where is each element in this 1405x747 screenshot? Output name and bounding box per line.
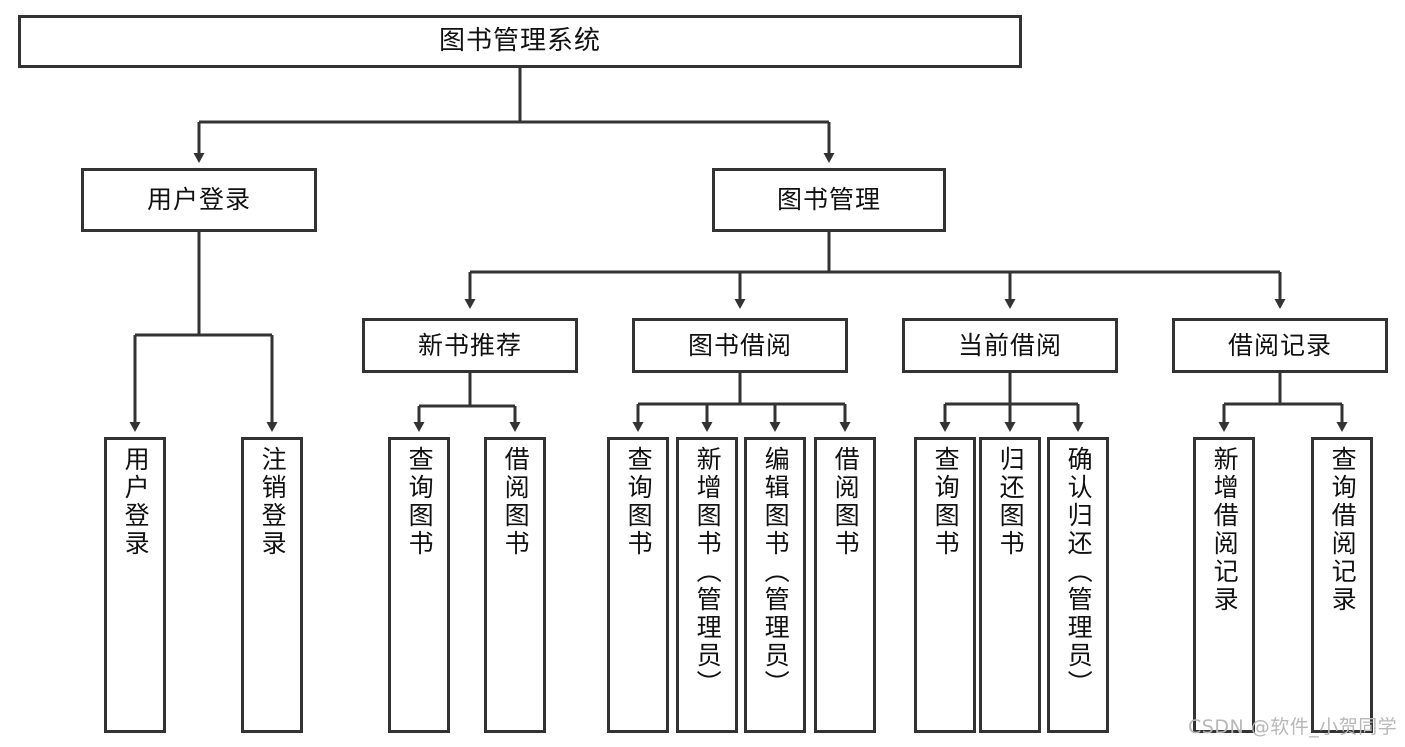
node-label: 归还图书	[996, 446, 1026, 558]
watermark-csdn: CSDN @软件_小贺同学	[1188, 716, 1398, 738]
leaf-book-borrow-add-book-admin[interactable]: 新增图书（管理员）	[676, 437, 738, 733]
leaf-user-login-logout[interactable]: 注销登录	[241, 437, 303, 733]
leaf-current-borrow-return-book[interactable]: 归还图书	[979, 437, 1041, 733]
node-borrow-record[interactable]: 借阅记录	[1172, 318, 1388, 373]
node-label: 用户登录	[146, 185, 251, 215]
leaf-new-book-borrow-book[interactable]: 借阅图书	[484, 437, 546, 733]
node-label: 当前借阅	[957, 330, 1062, 360]
node-label: 图书管理	[776, 185, 881, 215]
leaf-borrow-record-add-record[interactable]: 新增借阅记录	[1193, 437, 1255, 733]
node-label: 图书借阅	[687, 330, 792, 360]
leaf-book-borrow-borrow-book[interactable]: 借阅图书	[814, 437, 876, 733]
node-root-book-management-system[interactable]: 图书管理系统	[18, 15, 1022, 68]
node-label: 查询借阅记录	[1328, 446, 1358, 614]
node-new-book-recommend[interactable]: 新书推荐	[362, 318, 578, 373]
node-label: 注销登录	[258, 446, 288, 558]
leaf-borrow-record-query-record[interactable]: 查询借阅记录	[1311, 437, 1373, 733]
leaf-book-borrow-edit-book-admin[interactable]: 编辑图书（管理员）	[744, 437, 806, 733]
node-label: 用户登录	[121, 446, 151, 558]
leaf-new-book-query-book[interactable]: 查询图书	[388, 437, 450, 733]
node-label: 新书推荐	[417, 330, 522, 360]
node-label: 新增图书（管理员）	[693, 446, 723, 698]
node-label: 借阅记录	[1227, 330, 1332, 360]
node-label: 查询图书	[624, 446, 654, 558]
node-label: 借阅图书	[501, 446, 531, 558]
leaf-book-borrow-query-book[interactable]: 查询图书	[607, 437, 669, 733]
node-label: 图书管理系统	[438, 26, 601, 57]
node-current-borrow[interactable]: 当前借阅	[902, 318, 1118, 373]
node-label: 查询图书	[405, 446, 435, 558]
node-book-management[interactable]: 图书管理	[712, 168, 946, 232]
leaf-current-borrow-confirm-return-admin[interactable]: 确认归还（管理员）	[1047, 437, 1109, 733]
node-label: 新增借阅记录	[1210, 446, 1240, 614]
leaf-user-login-login[interactable]: 用户登录	[104, 437, 166, 733]
node-label: 查询图书	[931, 446, 961, 558]
node-label: 编辑图书（管理员）	[761, 446, 791, 698]
leaf-current-borrow-query-book[interactable]: 查询图书	[914, 437, 976, 733]
node-user-login[interactable]: 用户登录	[81, 168, 317, 232]
node-book-borrow[interactable]: 图书借阅	[632, 318, 848, 373]
node-label: 确认归还（管理员）	[1064, 446, 1094, 698]
node-label: 借阅图书	[831, 446, 861, 558]
